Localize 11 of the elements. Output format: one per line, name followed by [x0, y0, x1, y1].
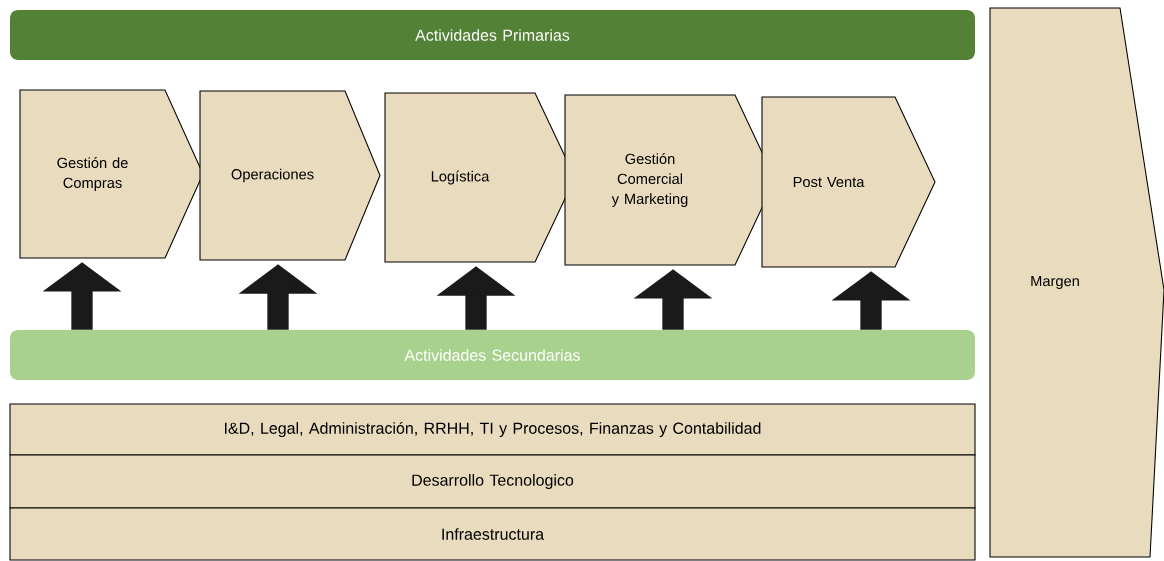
chevron-box: Logística — [384, 92, 576, 263]
chevron-box: Post Venta — [761, 96, 936, 268]
support-bar: Infraestructura — [9, 507, 976, 561]
chevron-box: Operaciones — [199, 90, 381, 261]
chevron-box: Gestión de Compras — [19, 89, 204, 259]
margin-arrow-box: Margen — [989, 7, 1164, 558]
banner: Actividades Secundarias — [10, 330, 975, 380]
support-bar: I&D, Legal, Administración, RRHH, TI y Procesos, Finanzas y Contabilidad — [9, 403, 976, 456]
banner: Actividades Primarias — [10, 10, 975, 60]
chevron-box: Gestión Comercial y Marketing — [564, 94, 776, 266]
support-bar: Desarrollo Tecnologico — [9, 454, 976, 509]
